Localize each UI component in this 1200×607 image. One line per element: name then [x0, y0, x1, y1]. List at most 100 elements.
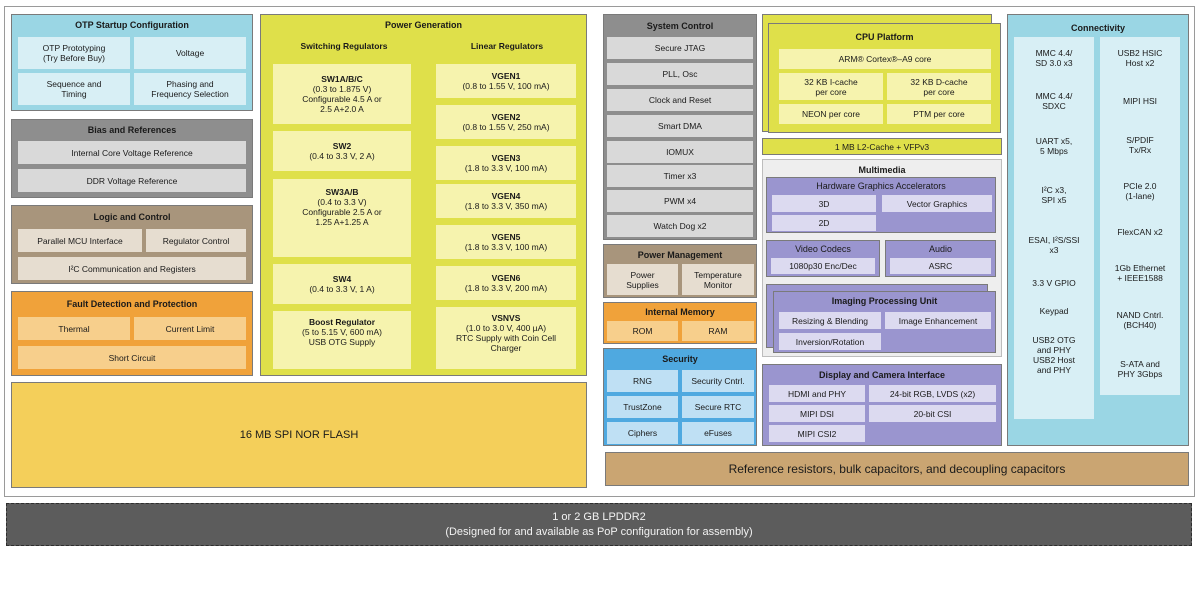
- otp-prototyping: OTP Prototyping (Try Before Buy): [18, 37, 130, 69]
- boost-spec: (5 to 5.15 V, 600 mA) USB OTG Supply: [301, 327, 382, 347]
- vgen4-name: VGEN4: [491, 191, 521, 201]
- ipu-group: Imaging Processing Unit Resizing & Blend…: [773, 291, 996, 353]
- ipu-resizing: Resizing & Blending: [779, 312, 881, 329]
- sw1-spec: (0.3 to 1.875 V) Configurable 4.5 A or 2…: [302, 84, 382, 114]
- vgen6-name: VGEN6: [491, 273, 521, 283]
- boost-name: Boost Regulator: [308, 317, 376, 327]
- conn-nand: NAND Cntrl. (BCH40): [1116, 310, 1164, 330]
- pm-title: Power Management: [637, 250, 723, 260]
- vgen5-name: VGEN5: [491, 232, 521, 242]
- ipu-enhancement: Image Enhancement: [885, 312, 991, 329]
- linear-title: Linear Regulators: [470, 41, 544, 51]
- vsnvs-name: VSNVS: [491, 313, 521, 323]
- vgen2-spec: (0.8 to 1.55 V, 250 mA): [462, 122, 550, 132]
- otp-phasing: Phasing and Frequency Selection: [134, 73, 246, 105]
- sw3-regulator: SW3A/B (0.4 to 3.3 V) Configurable 2.5 A…: [273, 179, 411, 257]
- otp-startup-group: OTP Startup Configuration OTP Prototypin…: [11, 14, 253, 111]
- sw4-name: SW4: [332, 274, 352, 284]
- conn-sata: S-ATA and PHY 3Gbps: [1117, 359, 1163, 379]
- system-control-group: System Control Secure JTAG PLL, Osc Cloc…: [603, 14, 757, 240]
- vgen5-regulator: VGEN5 (1.8 to 3.3 V, 100 mA): [436, 225, 576, 259]
- conn-mmc-sd: MMC 4.4/ SD 3.0 x3: [1035, 48, 1073, 68]
- sys-clock-reset: Clock and Reset: [607, 89, 753, 111]
- video-codecs-group: Video Codecs 1080p30 Enc/Dec: [766, 240, 880, 277]
- connectivity-group: Connectivity MMC 4.4/ SD 3.0 x3 MMC 4.4/…: [1007, 14, 1189, 446]
- multimedia-title: Multimedia: [858, 165, 906, 175]
- connectivity-right-column: USB2 HSIC Host x2 MIPI HSI S/PDIF Tx/Rx …: [1100, 37, 1180, 395]
- switching-title: Switching Regulators: [300, 41, 388, 51]
- power-title: Power Generation: [384, 20, 463, 30]
- bias-group: Bias and References Internal Core Voltag…: [11, 119, 253, 198]
- conn-mipi-hsi: MIPI HSI: [1122, 96, 1157, 106]
- bias-ddr-ref: DDR Voltage Reference: [18, 169, 246, 192]
- security-title: Security: [662, 354, 698, 364]
- logic-i2c: I²C Communication and Registers: [18, 257, 246, 280]
- connectivity-left-column: MMC 4.4/ SD 3.0 x3 MMC 4.4/ SDXC UART x5…: [1014, 37, 1094, 419]
- vgen3-regulator: VGEN3 (1.8 to 3.3 V, 100 mA): [436, 146, 576, 180]
- vgen6-spec: (1.8 to 3.3 V, 200 mA): [464, 283, 548, 293]
- fault-title: Fault Detection and Protection: [66, 299, 198, 309]
- sec-rng: RNG: [607, 370, 678, 392]
- connectivity-title: Connectivity: [1070, 23, 1125, 33]
- power-generation-group: Power Generation Switching Regulators Li…: [260, 14, 587, 376]
- vgen6-regulator: VGEN6 (1.8 to 3.3 V, 200 mA): [436, 266, 576, 300]
- conn-gpio: 3.3 V GPIO: [1032, 278, 1076, 288]
- vgen1-regulator: VGEN1 (0.8 to 1.55 V, 100 mA): [436, 64, 576, 98]
- bias-title: Bias and References: [87, 125, 177, 135]
- vgen3-spec: (1.8 to 3.3 V, 100 mA): [464, 163, 548, 173]
- sys-pll-osc: PLL, Osc: [607, 63, 753, 85]
- lpddr2-note: (Designed for and available as PoP confi…: [445, 526, 753, 538]
- cpu-ptm: PTM per core: [887, 104, 991, 124]
- audio-title: Audio: [928, 244, 953, 254]
- conn-keypad: Keypad: [1039, 306, 1069, 316]
- sw2-spec: (0.4 to 3.3 V, 2 A): [309, 151, 375, 161]
- sw2-regulator: SW2 (0.4 to 3.3 V, 2 A): [273, 131, 411, 171]
- sys-secure-jtag: Secure JTAG: [607, 37, 753, 59]
- sw4-regulator: SW4 (0.4 to 3.3 V, 1 A): [273, 264, 411, 304]
- sw4-spec: (0.4 to 3.3 V, 1 A): [309, 284, 375, 294]
- sw1-name: SW1A/B/C: [321, 74, 363, 84]
- vgen3-name: VGEN3: [491, 153, 521, 163]
- mem-ram: RAM: [682, 321, 754, 341]
- fault-current-limit: Current Limit: [134, 317, 246, 340]
- conn-pcie: PCIe 2.0 (1-lane): [1123, 181, 1157, 201]
- conn-flexcan: FlexCAN x2: [1117, 227, 1163, 237]
- internal-memory-group: Internal Memory ROM RAM: [603, 302, 757, 344]
- cpu-neon: NEON per core: [779, 104, 883, 124]
- cpu-l2-cache: 1 MB L2-Cache + VFPv3: [762, 138, 1002, 155]
- ipu-title: Imaging Processing Unit: [831, 296, 938, 306]
- cpu-dcache: 32 KB D-cache per core: [887, 73, 991, 100]
- cpu-arm-core: ARM® Cortex®–A9 core: [779, 49, 991, 69]
- disp-hdmi: HDMI and PHY: [769, 385, 865, 402]
- power-management-group: Power Management Power Supplies Temperat…: [603, 244, 757, 298]
- logic-mcu-interface: Parallel MCU Interface: [18, 229, 142, 252]
- display-camera-group: Display and Camera Interface HDMI and PH…: [762, 364, 1002, 446]
- disp-rgb-lvds: 24-bit RGB, LVDS (x2): [869, 385, 996, 402]
- otp-title: OTP Startup Configuration: [75, 20, 189, 30]
- cpu-title: CPU Platform: [855, 32, 914, 42]
- logic-title: Logic and Control: [93, 212, 171, 222]
- sec-secure-rtc: Secure RTC: [682, 396, 754, 418]
- sys-watchdog: Watch Dog x2: [607, 215, 753, 237]
- vgen5-spec: (1.8 to 3.3 V, 100 mA): [464, 242, 548, 252]
- disp-mipi-csi2: MIPI CSI2: [769, 425, 865, 442]
- sw1-regulator: SW1A/B/C (0.3 to 1.875 V) Configurable 4…: [273, 64, 411, 124]
- fault-thermal: Thermal: [18, 317, 130, 340]
- video-1080p: 1080p30 Enc/Dec: [771, 258, 875, 274]
- cpu-platform-group: CPU Platform ARM® Cortex®–A9 core 32 KB …: [768, 23, 1001, 133]
- sec-ciphers: Ciphers: [607, 422, 678, 444]
- disp-csi: 20-bit CSI: [869, 405, 996, 422]
- sec-security-cntrl: Security Cntrl.: [682, 370, 754, 392]
- sys-iomux: IOMUX: [607, 141, 753, 163]
- vgen4-regulator: VGEN4 (1.8 to 3.3 V, 350 mA): [436, 184, 576, 218]
- sec-efuses: eFuses: [682, 422, 754, 444]
- vgen2-name: VGEN2: [491, 112, 521, 122]
- fault-group: Fault Detection and Protection Thermal C…: [11, 291, 253, 376]
- sw3-name: SW3A/B: [325, 187, 359, 197]
- conn-spdif: S/PDIF Tx/Rx: [1126, 135, 1154, 155]
- conn-uart: UART x5, 5 Mbps: [1035, 136, 1073, 156]
- hga-2d: 2D: [772, 215, 876, 231]
- vgen1-spec: (0.8 to 1.55 V, 100 mA): [462, 81, 550, 91]
- sw2-name: SW2: [332, 141, 352, 151]
- sec-trustzone: TrustZone: [607, 396, 678, 418]
